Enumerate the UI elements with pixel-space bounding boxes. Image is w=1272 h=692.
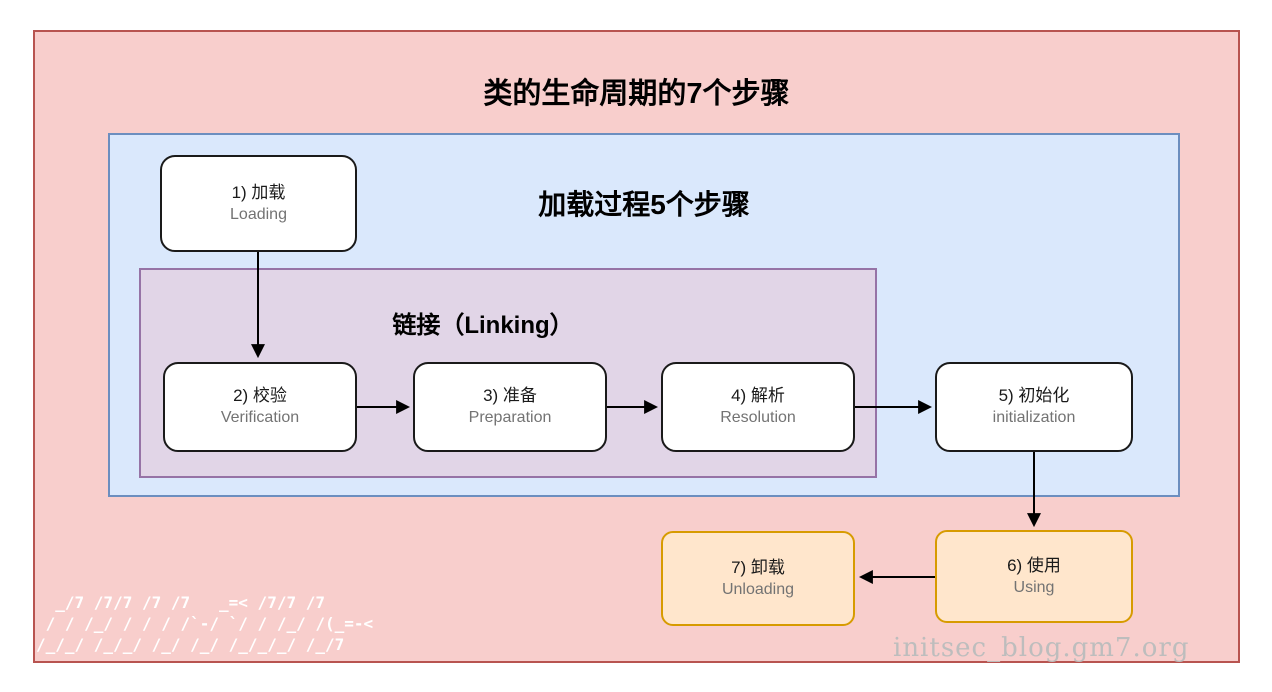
node-step1-loading: 1) 加载 Loading [160,155,357,252]
node-step3-label-en: Preparation [468,409,552,426]
ascii-logo: _/7 /7/7 /7 /7 _=< /7/7 /7 / / /_/ / / /… [36,593,374,654]
node-step2-label-en: Verification [220,409,300,426]
node-step7-label-en: Unloading [721,580,795,598]
node-step4-label-en: Resolution [720,409,796,426]
diagram-title: 类的生命周期的7个步骤 [483,78,790,110]
node-step4-label-zh: 4) 解析 [731,386,785,405]
node-step2-verification: 2) 校验 Verification [163,362,357,452]
node-step4-resolution: 4) 解析 Resolution [661,362,855,452]
node-step6-label-zh: 6) 使用 [1007,555,1061,575]
node-step2-label-zh: 2) 校验 [233,386,287,405]
node-step1-label-zh: 1) 加载 [231,182,286,202]
group-loading-process-title: 加载过程5个步骤 [538,189,750,220]
node-step5-label-zh: 5) 初始化 [998,386,1070,405]
node-step6-using: 6) 使用 Using [935,530,1133,623]
node-step1-label-en: Loading [230,205,287,223]
watermark-text: initsec_blog.gm7.org [893,633,1190,663]
node-step7-unloading: 7) 卸载 Unloading [661,531,855,626]
node-step3-label-zh: 3) 准备 [483,386,537,405]
group-linking-title: 链接（Linking） [392,312,574,339]
node-step5-initialization: 5) 初始化 initialization [935,362,1133,452]
node-step5-label-en: initialization [992,409,1076,426]
node-step3-preparation: 3) 准备 Preparation [413,362,607,452]
node-step6-label-en: Using [1013,578,1055,596]
node-step7-label-zh: 7) 卸载 [731,557,785,577]
